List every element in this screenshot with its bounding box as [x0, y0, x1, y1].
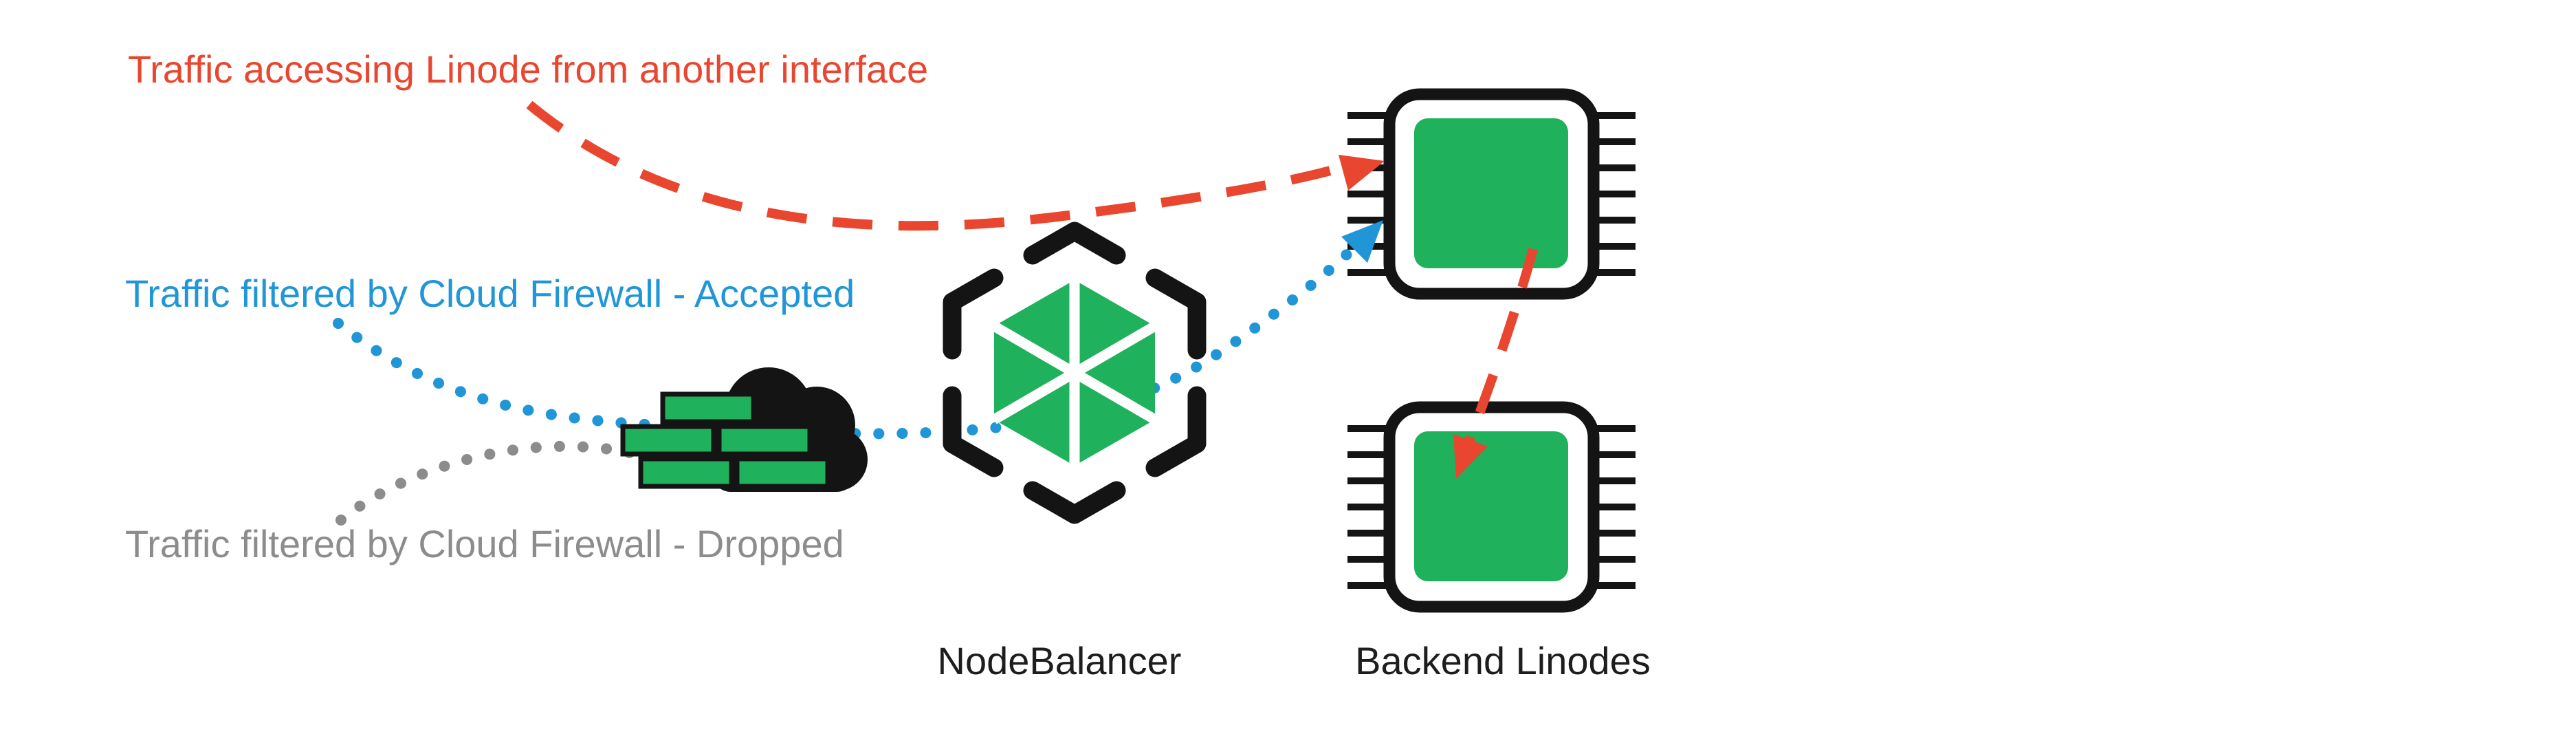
nodebalancer-icon [943, 222, 1207, 524]
nodebalancer-core-spokes [991, 280, 1158, 466]
flow-line-another-interface [526, 100, 1342, 231]
flow-line-interface-between-linodes [1461, 248, 1538, 453]
annotation-firewall-accepted: Traffic filtered by Cloud Firewall - Acc… [125, 272, 855, 315]
chip-pins-left [1347, 425, 1390, 589]
cloud-firewall-icon [620, 367, 868, 492]
annotation-another-interface: Traffic accessing Linode from another in… [128, 47, 929, 91]
annotation-firewall-dropped: Traffic filtered by Cloud Firewall - Dro… [125, 522, 844, 565]
backend-linode-chip-bottom [1347, 401, 1636, 613]
chip-pins-right [1593, 112, 1636, 276]
nodebalancer-label: NodeBalancer [937, 639, 1182, 682]
flow-line-dropped [335, 440, 643, 526]
chip-die [1414, 118, 1568, 268]
backend-linode-chip-top [1347, 88, 1636, 300]
nodebalancer-hex-brackets [943, 222, 1207, 524]
backend-linodes-label: Backend Linodes [1355, 639, 1651, 682]
chip-pins-right [1593, 425, 1636, 589]
flow-line-accepted [333, 227, 1375, 440]
chip-die [1414, 431, 1568, 581]
firewall-bricks [620, 391, 830, 489]
arrowhead-blue-accepted [1341, 220, 1383, 263]
arrowhead-red-to-linode [1339, 155, 1385, 191]
arrowhead-red-between-linodes [1453, 434, 1488, 479]
